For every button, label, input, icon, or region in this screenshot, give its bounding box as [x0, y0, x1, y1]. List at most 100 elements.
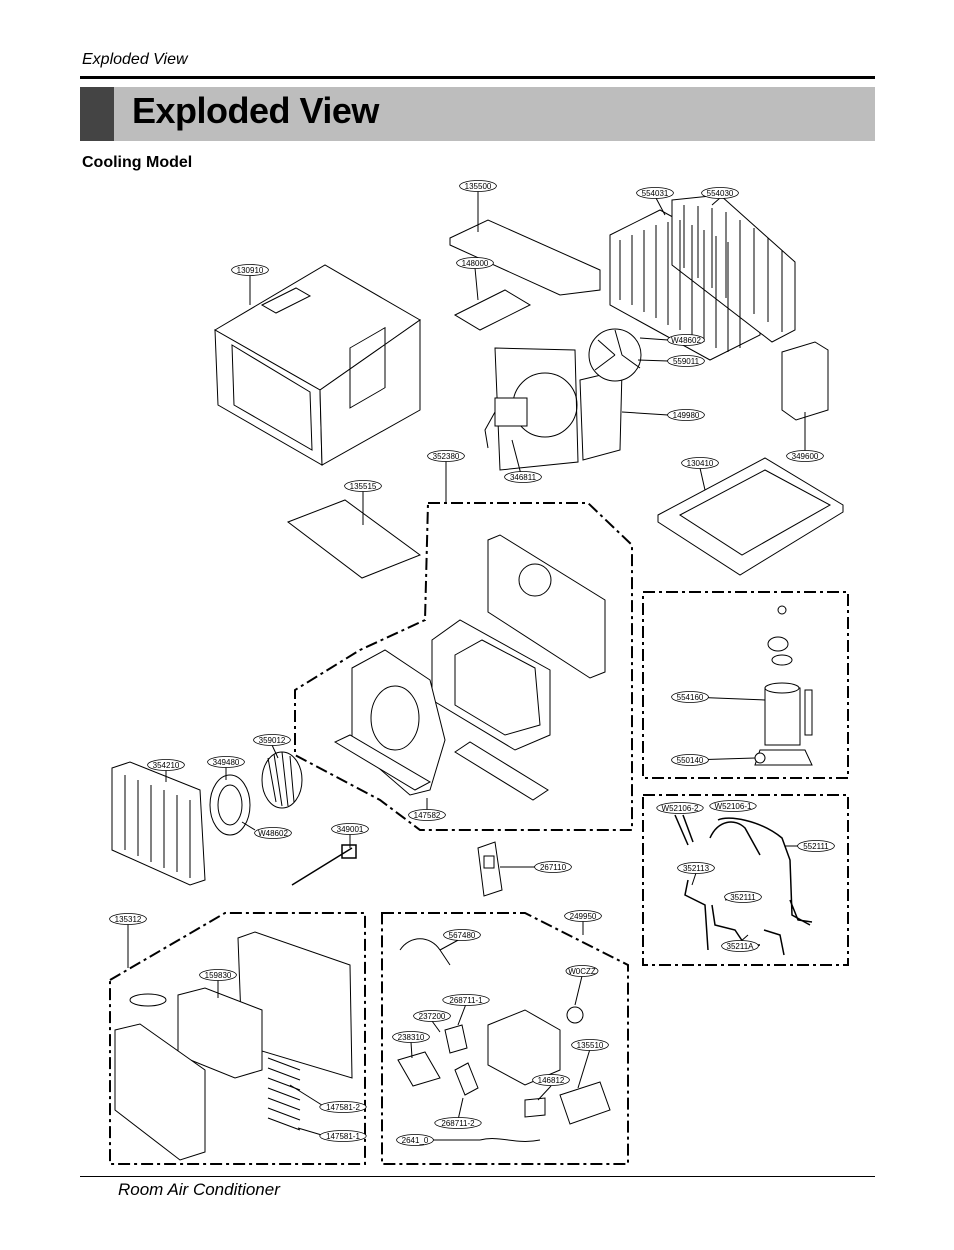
part-label: 130410 — [681, 457, 719, 469]
part-number: 135500 — [465, 182, 492, 191]
banner-tab — [80, 87, 114, 141]
part-label-outline — [636, 187, 674, 199]
part-number: 552111 — [803, 842, 829, 851]
part-number: 237200 — [419, 1012, 446, 1021]
group-boundary-compressor — [642, 591, 849, 779]
part-label-outline — [442, 994, 490, 1006]
part-label-outline — [786, 450, 824, 462]
part-number: 554031 — [642, 189, 669, 198]
part-label-outline — [534, 861, 572, 873]
part-number: 349480 — [213, 758, 240, 767]
part-label: 349480 — [207, 756, 245, 768]
part-number: 35211A — [727, 942, 755, 951]
refrigerant-tubing-drawing — [674, 814, 813, 956]
part-label: 554160 — [671, 691, 709, 703]
part-label-outline — [456, 257, 494, 269]
part-number: 130410 — [687, 459, 714, 468]
part-number: 554030 — [707, 189, 734, 198]
part-label: 352111 — [724, 891, 762, 903]
part-label-outline — [207, 756, 245, 768]
part-label-outline — [344, 480, 382, 492]
part-label: 135312 — [109, 913, 147, 925]
part-number: 352113 — [683, 864, 710, 873]
compressor-drawing — [754, 605, 813, 766]
part-label: 130910 — [231, 264, 269, 276]
running-header: Exploded View — [82, 51, 188, 68]
part-label: 352113 — [677, 862, 715, 874]
part-label-outline — [681, 457, 719, 469]
part-label: 550140 — [671, 754, 709, 766]
part-label: W48602 — [254, 827, 292, 839]
part-label-outline — [231, 264, 269, 276]
rear-coil-drawing — [111, 761, 206, 886]
part-label: 135515 — [344, 480, 382, 492]
control-box-drawing — [397, 938, 611, 1142]
base-pan-drawing — [657, 457, 844, 576]
group-boundary-control-box — [381, 912, 629, 1165]
part-number: 268711-2 — [441, 1119, 475, 1128]
part-number: 148000 — [462, 259, 489, 268]
part-label: W52106-2 — [656, 802, 704, 814]
part-label: 249950 — [564, 910, 602, 922]
part-number: 354210 — [153, 761, 180, 770]
part-label-outline — [701, 187, 739, 199]
page-title: Exploded View — [132, 90, 379, 131]
top-cover-drawing — [449, 219, 601, 296]
header-rule — [80, 76, 875, 79]
title-banner: Exploded View — [80, 87, 875, 141]
part-label-outline — [571, 1039, 609, 1051]
part-label-outline — [413, 1010, 451, 1022]
part-label-outline — [109, 913, 147, 925]
part-label-outline — [434, 1117, 482, 1129]
part-label: 267110 — [534, 861, 572, 873]
blower-wheel-drawing — [261, 751, 303, 809]
orifice-ring-drawing — [209, 774, 251, 836]
part-label-outline — [459, 180, 497, 192]
part-number: 267110 — [540, 863, 567, 872]
part-label: 349001 — [331, 823, 369, 835]
group-boundary-front-grille — [109, 912, 366, 1165]
compressor-bracket-drawing — [781, 341, 829, 421]
part-label-outline — [671, 754, 709, 766]
part-label: 554031 — [636, 187, 674, 199]
part-label-outline — [504, 471, 542, 483]
part-label: 359012 — [253, 734, 291, 746]
part-label: W0CZZ — [565, 965, 599, 977]
part-label: 346811 — [504, 471, 542, 483]
part-label: 237200 — [413, 1010, 451, 1022]
part-number: 559011 — [673, 357, 700, 366]
part-label-outline — [427, 450, 465, 462]
part-label-outline — [331, 823, 369, 835]
part-number: 352380 — [433, 452, 460, 461]
condenser-coils-drawing — [609, 194, 796, 361]
part-label: 147581-2 — [319, 1101, 367, 1113]
section-title: Cooling Model — [82, 154, 193, 171]
page-footer: Room Air Conditioner — [118, 1180, 280, 1199]
part-number: 567480 — [449, 931, 476, 940]
part-label-outline — [254, 827, 292, 839]
part-number: W52106-2 — [662, 804, 699, 813]
part-number: 349001 — [337, 825, 364, 834]
part-number: 146812 — [538, 1076, 565, 1085]
part-number: 550140 — [677, 756, 704, 765]
part-label: 552111 — [797, 840, 835, 852]
part-label-outline — [319, 1130, 367, 1142]
part-number: W52106-1 — [715, 802, 752, 811]
part-label-outline — [564, 910, 602, 922]
part-label: 135500 — [459, 180, 497, 192]
part-label-outline — [724, 891, 762, 903]
part-label: 354210 — [147, 759, 185, 771]
part-number: 135312 — [115, 915, 142, 924]
part-label: 149980 — [667, 409, 705, 421]
part-label-outline — [319, 1101, 367, 1113]
part-label-outline — [656, 802, 704, 814]
part-label-outline — [392, 1031, 430, 1043]
group-boundary-tubing — [642, 794, 849, 966]
cabinet-drawing — [214, 264, 421, 466]
motor-shaft-drawing — [291, 844, 357, 886]
part-label: 2641_0 — [396, 1134, 434, 1146]
part-number: 147581-2 — [326, 1103, 360, 1112]
part-number: 249950 — [570, 912, 597, 921]
part-label-outline — [253, 734, 291, 746]
